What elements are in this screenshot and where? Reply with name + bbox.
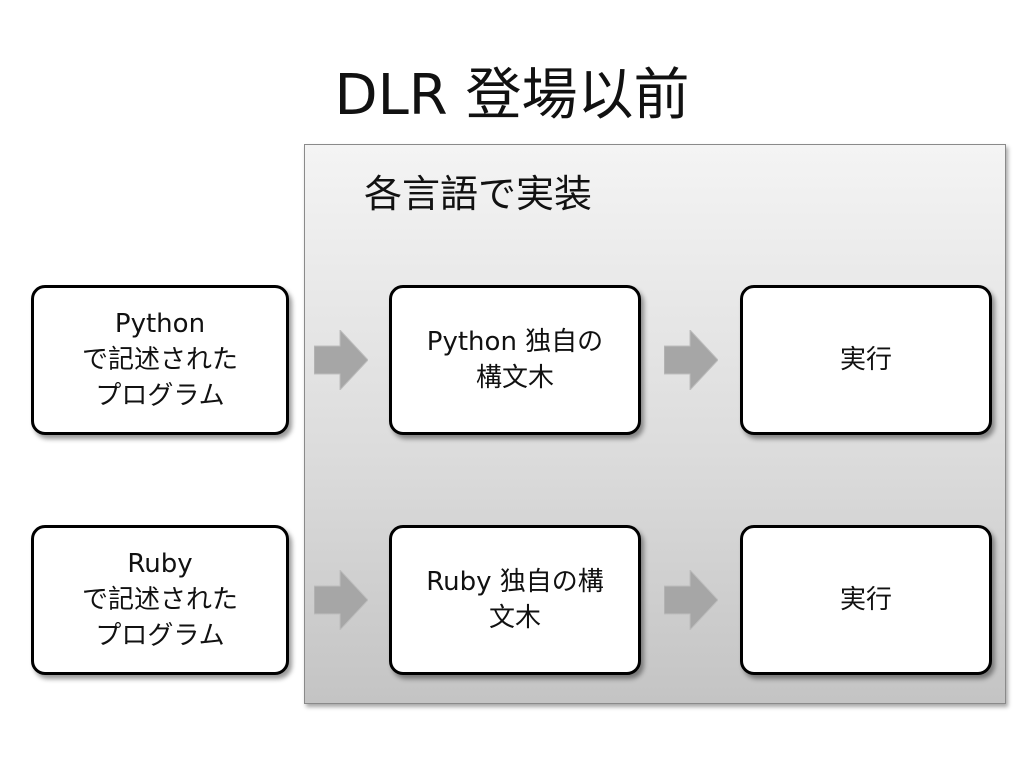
arrow-right-icon — [314, 570, 368, 630]
ruby-execute-box: 実行 — [740, 525, 992, 675]
arrow-right-icon — [314, 330, 368, 390]
python-ast-label: Python 独自の 構文木 — [426, 327, 604, 393]
python-source-label: Python で記述された プログラム — [81, 309, 238, 411]
arrow-right-icon — [664, 570, 718, 630]
ruby-execute-label: 実行 — [839, 585, 892, 615]
ruby-source-label: Ruby で記述された プログラム — [81, 549, 238, 651]
arrow-right-icon — [664, 330, 718, 390]
slide-title: DLR 登場以前 — [334, 63, 690, 128]
python-ast-box: Python 独自の 構文木 — [389, 285, 641, 435]
python-execute-label: 実行 — [839, 345, 892, 375]
panel-title: 各言語で実装 — [364, 172, 593, 216]
ruby-source-box: Ruby で記述された プログラム — [31, 525, 289, 675]
ruby-ast-label: Ruby 独自の構 文木 — [426, 567, 604, 633]
ruby-ast-box: Ruby 独自の構 文木 — [389, 525, 641, 675]
python-execute-box: 実行 — [740, 285, 992, 435]
python-source-box: Python で記述された プログラム — [31, 285, 289, 435]
